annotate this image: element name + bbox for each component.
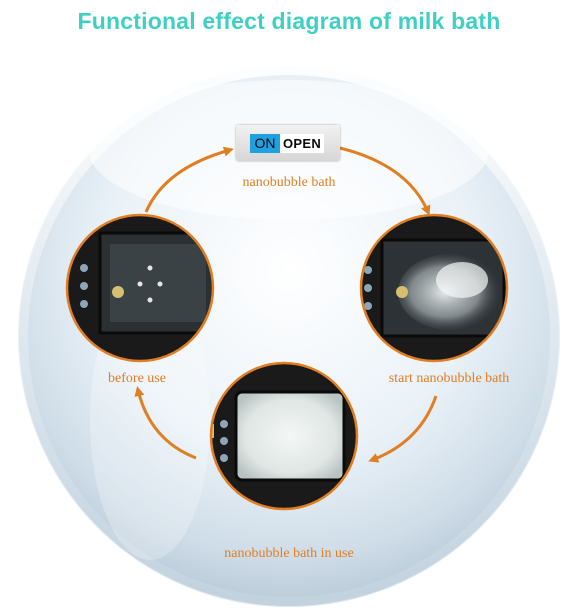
photo-before-use bbox=[67, 215, 213, 361]
on-open-switch: ON OPEN bbox=[236, 125, 340, 161]
stage-label-nanobubble-bath: nanobubble bath bbox=[242, 175, 336, 190]
switch-on-label: ON bbox=[250, 134, 280, 153]
arrow-top-to-right bbox=[339, 146, 431, 216]
photo-start-nanobubble-ring bbox=[359, 213, 509, 363]
arrow-left-to-top bbox=[144, 146, 234, 213]
photo-before-use-ring bbox=[65, 213, 215, 363]
photo-bath-in-use bbox=[211, 363, 357, 509]
switch-open-label: OPEN bbox=[280, 134, 324, 153]
arrow-right-to-bottom bbox=[368, 395, 438, 463]
photo-start-nanobubble bbox=[361, 215, 507, 361]
stage-label-bath-in-use: nanobubble bath in use bbox=[224, 546, 354, 561]
globe-rim bbox=[18, 65, 560, 607]
stage-label-before-use: before use bbox=[108, 371, 166, 386]
stage-label-start-nanobubble-bath: start nanobubble bath bbox=[388, 371, 510, 386]
photo-bath-in-use-ring bbox=[209, 361, 359, 511]
arrow-bottom-to-left bbox=[134, 386, 197, 460]
page-title: Functional effect diagram of milk bath bbox=[77, 8, 501, 34]
